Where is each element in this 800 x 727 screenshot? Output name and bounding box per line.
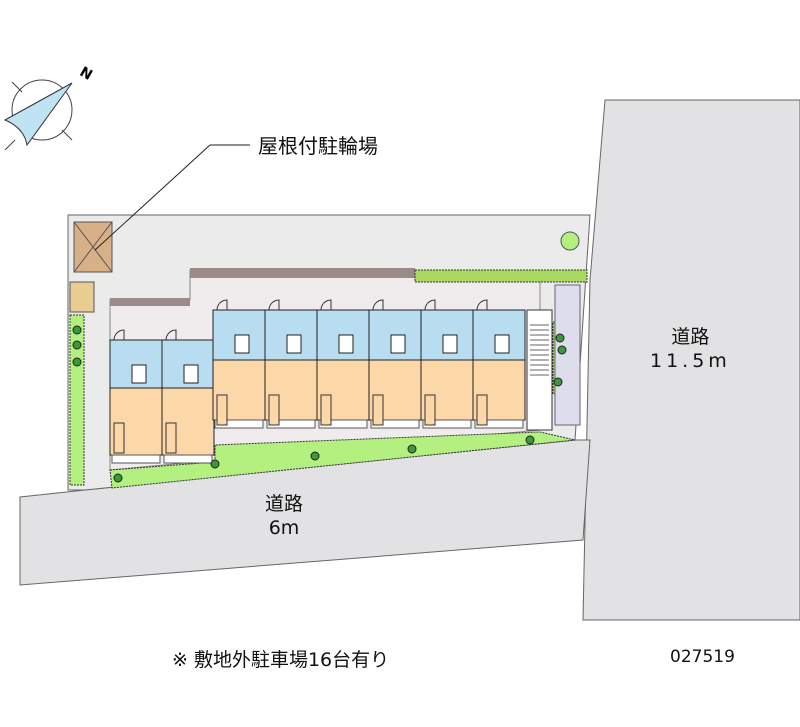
shrub <box>557 345 567 355</box>
shrub <box>310 451 320 461</box>
planting-left <box>69 314 85 486</box>
apartment-unit <box>368 299 422 429</box>
shrub <box>407 444 417 454</box>
shrub <box>72 340 82 350</box>
apartment-unit <box>264 299 318 429</box>
apartment-unit <box>472 299 526 429</box>
north-compass-icon <box>3 79 73 151</box>
building-units <box>109 299 526 464</box>
road-bottom-width: 6m <box>268 517 300 539</box>
planting-top <box>414 269 588 283</box>
bicycle-parking-label: 屋根付駐輪場 <box>258 134 378 158</box>
shrub <box>525 435 535 445</box>
north-label: N <box>77 64 95 84</box>
shrub <box>555 333 565 343</box>
shrub <box>113 473 123 483</box>
road-right-name: 道路 <box>671 326 710 348</box>
shrub <box>210 459 220 469</box>
leader-line <box>94 144 211 251</box>
road-right-label: 道路 11.5m <box>650 325 731 373</box>
road-bottom-name: 道路 <box>265 493 304 515</box>
road-bottom-label: 道路 6m <box>265 492 303 540</box>
shrub <box>72 325 82 335</box>
property-id: 027519 <box>670 647 735 667</box>
shrub <box>72 357 82 367</box>
apartment-unit <box>212 299 266 429</box>
apartment-unit <box>420 299 474 429</box>
shrub <box>553 377 563 387</box>
road-right-width: 11.5m <box>650 350 731 372</box>
road-right <box>582 99 800 621</box>
apartment-unit <box>316 299 370 429</box>
apartment-unit <box>109 329 163 464</box>
parking-note: ※ 敷地外駐車場16台有り <box>172 649 390 671</box>
apartment-unit <box>161 329 215 464</box>
tree <box>560 231 580 251</box>
